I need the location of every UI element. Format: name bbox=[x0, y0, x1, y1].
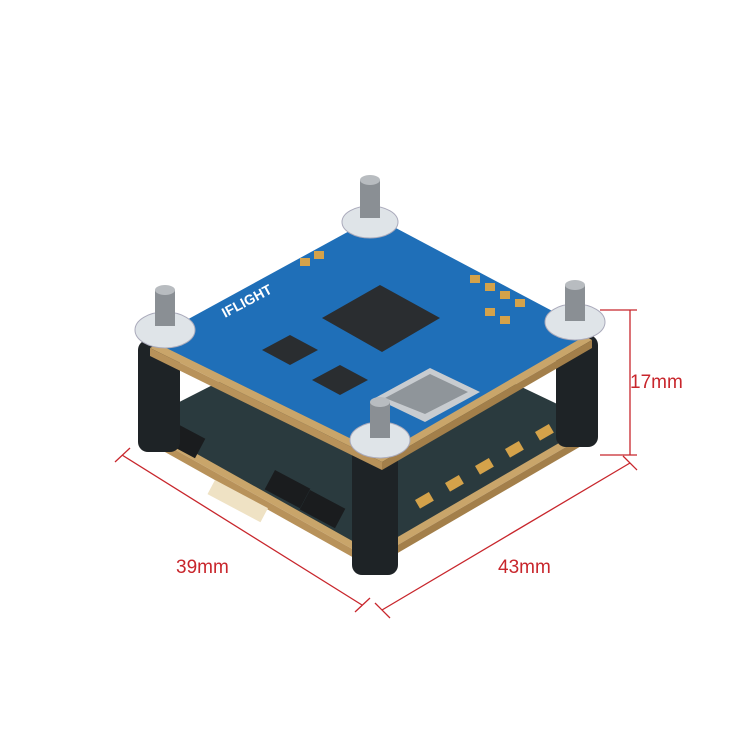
dimension-lines bbox=[114, 309, 638, 619]
height-dimension-label: 17mm bbox=[630, 372, 683, 393]
width-dimension-line bbox=[121, 454, 363, 606]
width-dimension-label: 39mm bbox=[176, 557, 229, 578]
fc-board: IFLIGHT bbox=[150, 217, 592, 470]
screw-nuts bbox=[134, 175, 606, 459]
depth-dimension-label: 43mm bbox=[498, 557, 551, 578]
depth-dimension-line bbox=[381, 462, 631, 611]
